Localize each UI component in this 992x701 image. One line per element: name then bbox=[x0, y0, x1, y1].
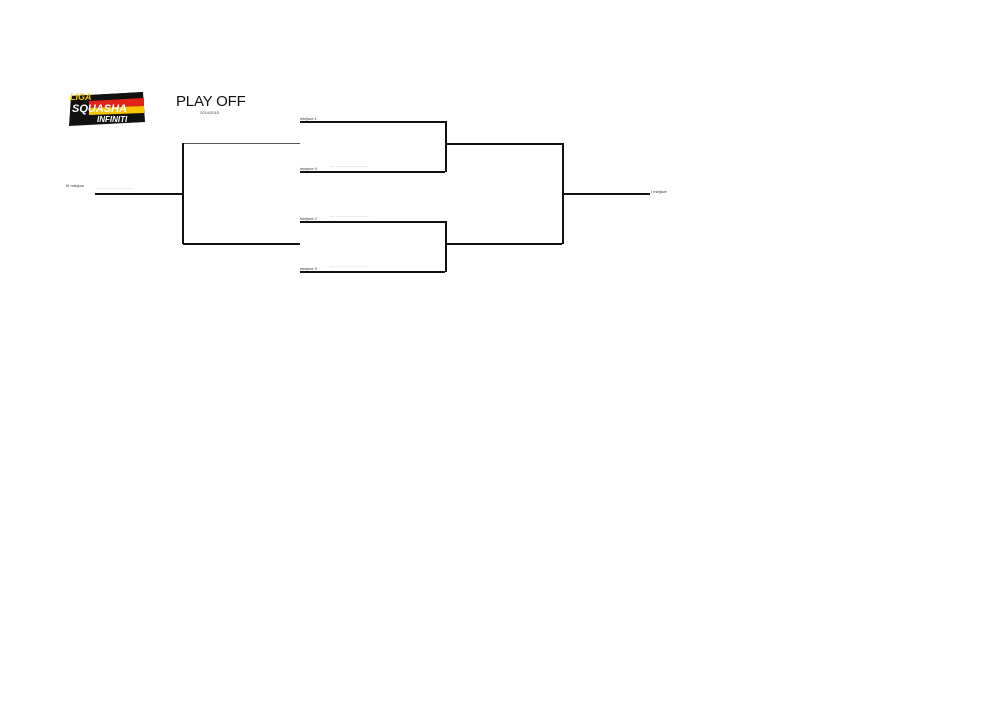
seed-3-player-placeholder[interactable]: .................................. bbox=[330, 264, 369, 268]
season-label: 2014/2015 bbox=[200, 110, 219, 115]
semifinal-1-top-line bbox=[300, 121, 445, 123]
logo-text-squasha: SQUASHA bbox=[72, 103, 127, 115]
third-place-top-line bbox=[183, 143, 300, 144]
seed-3-label: miejsce 3 bbox=[300, 266, 317, 271]
page-title: PLAY OFF bbox=[176, 93, 246, 110]
logo-text-liga: LIGA bbox=[70, 92, 92, 102]
semifinal-2-top-line bbox=[300, 221, 445, 223]
seed-2-player-placeholder[interactable]: .................................. bbox=[330, 214, 369, 218]
liga-squasha-logo: LIGA SQUASHA INFINITI bbox=[69, 92, 145, 126]
champion-line bbox=[562, 193, 650, 195]
seed-4-label: miejsce 4 bbox=[300, 166, 317, 171]
final-top-line bbox=[445, 143, 562, 145]
final-bottom-line bbox=[445, 243, 562, 245]
semifinal-1-connector bbox=[445, 121, 447, 172]
seed-1-label: miejsce 1 bbox=[300, 116, 317, 121]
semifinal-2-bottom-line bbox=[300, 271, 445, 273]
semifinal-2-connector bbox=[445, 221, 447, 272]
semifinal-1-bottom-line bbox=[300, 171, 445, 173]
first-place-label: I miejsce bbox=[651, 189, 667, 194]
third-place-player-placeholder[interactable]: .................................. bbox=[95, 186, 134, 190]
third-place-label: III miejsce bbox=[66, 183, 85, 188]
seed-2-label: miejsce 2 bbox=[300, 216, 317, 221]
third-place-winner-line bbox=[95, 193, 183, 195]
third-place-bottom-line bbox=[183, 243, 300, 245]
seed-4-player-placeholder[interactable]: .................................. bbox=[330, 164, 369, 168]
logo-text-infiniti: INFINITI bbox=[97, 115, 128, 124]
